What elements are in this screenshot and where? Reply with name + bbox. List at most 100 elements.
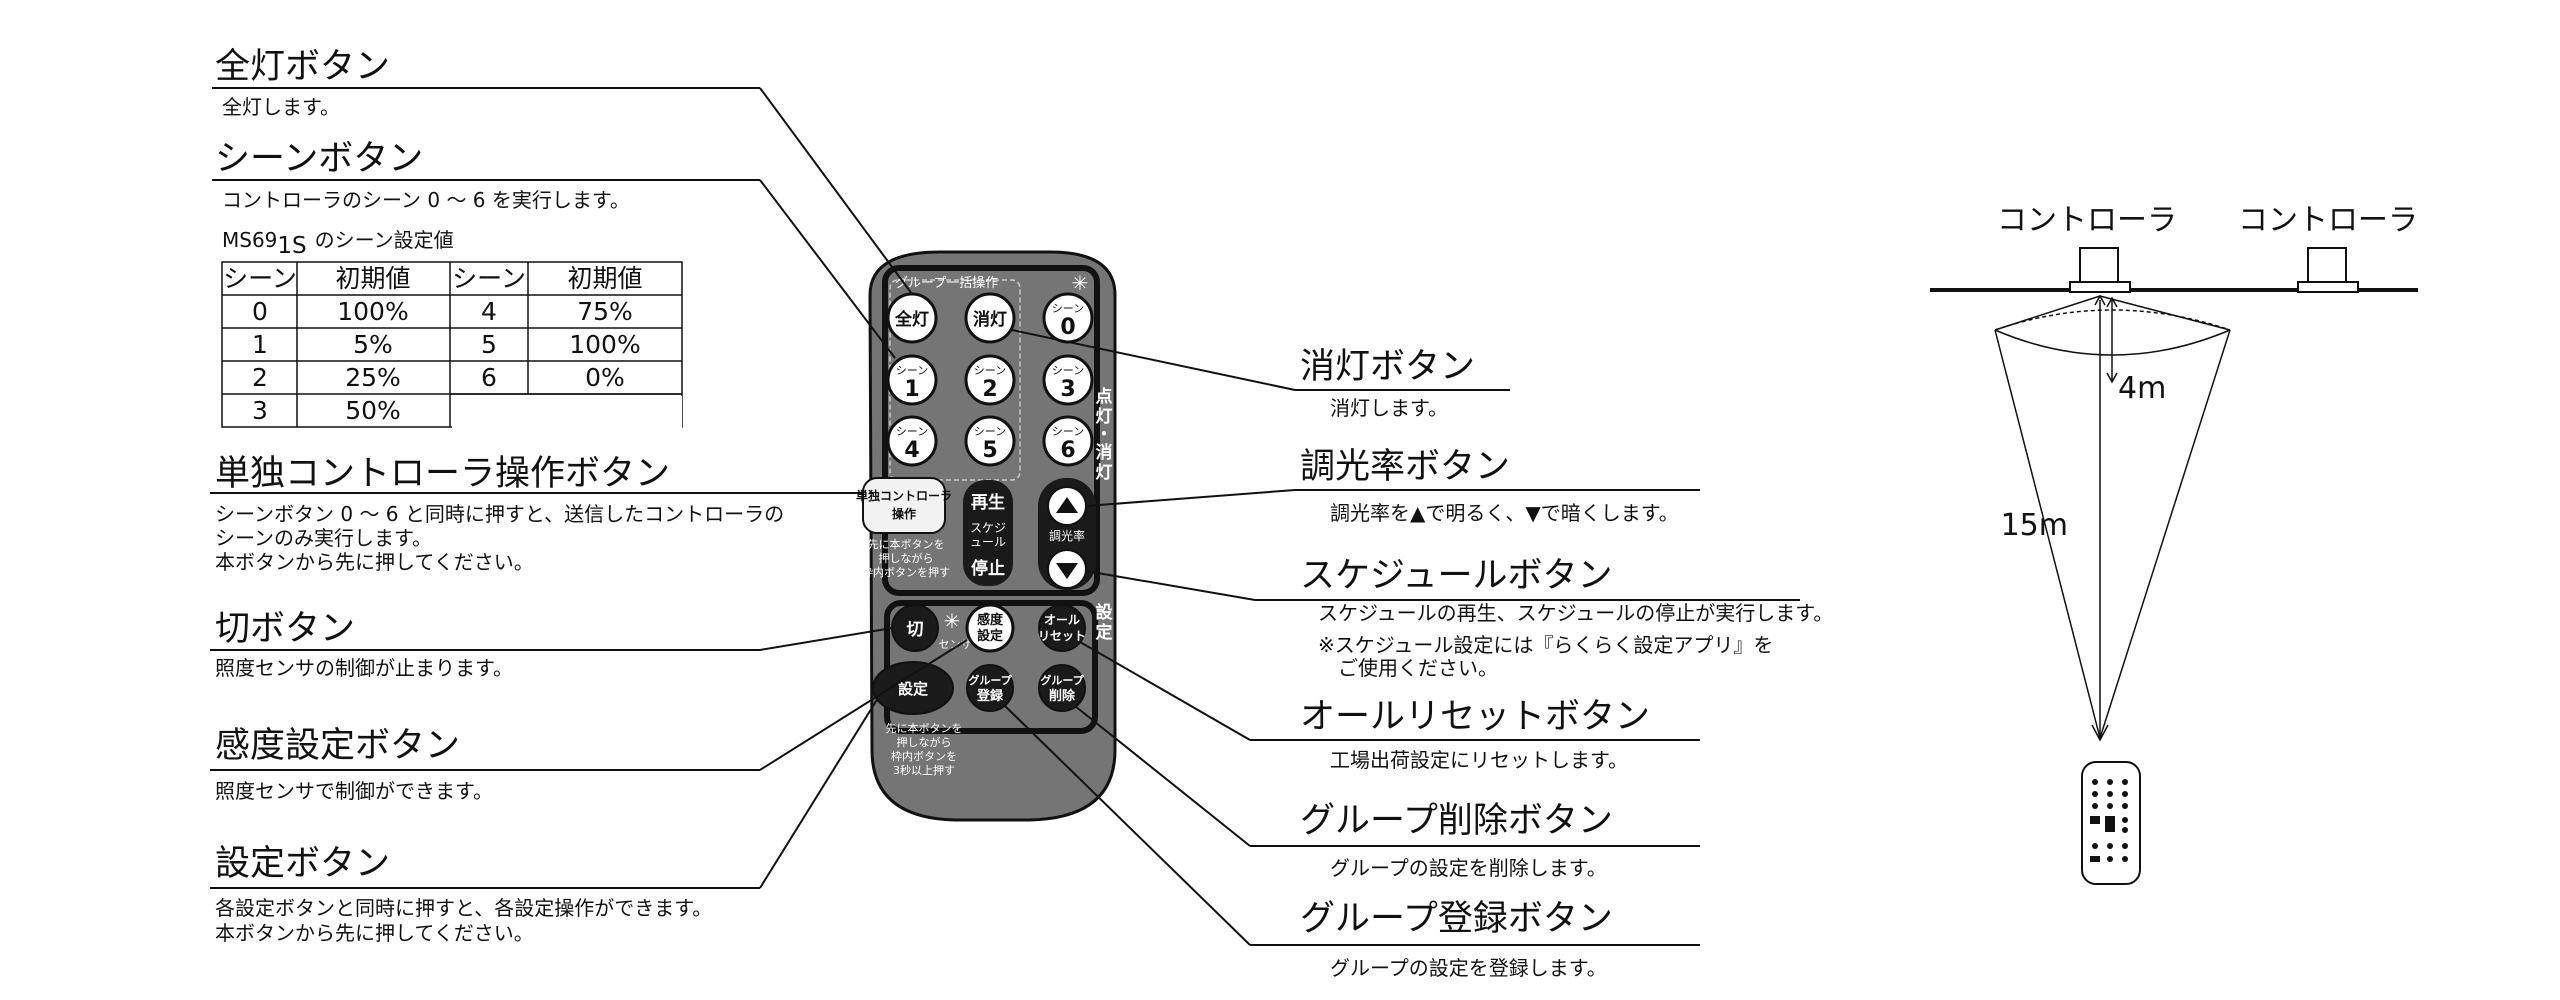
scene-table-cell: 0% (585, 363, 625, 392)
setting-button[interactable]: 設定 (872, 661, 954, 715)
scene-table-header-1: シーン (223, 264, 297, 293)
label-scene-title: シーンボタン (215, 139, 423, 179)
remote-side-text: 消 (1096, 442, 1113, 463)
scene-button-4[interactable]: シーン 4 (886, 415, 938, 467)
scene-table-cell: 25% (345, 363, 401, 392)
scene-button-1[interactable]: シーン 1 (886, 354, 938, 406)
scene-table-cell: 5 (481, 330, 497, 359)
label-dimming-desc: 調光率を▲で明るく、▼で暗くします。 (1330, 501, 1679, 525)
schedule-mid-label: ュール (970, 535, 1006, 549)
label-single-controller: 単独コントローラ操作ボタン シーンボタン 0 ～ 6 と同時に押すと、送信したコ… (215, 454, 784, 574)
group-register-button-label: グループ (968, 673, 1012, 687)
all-off-button[interactable]: 消灯 (964, 292, 1016, 344)
sensor-marker-icon: ✳ (944, 609, 961, 633)
scene-button-3[interactable]: シーン 3 (1042, 354, 1094, 406)
scene-table-cell: 3 (252, 396, 268, 425)
schedule-mid-label: スケジ (970, 521, 1006, 535)
scene-button-prefix: シーン (1052, 364, 1084, 377)
scene-button-prefix: シーン (896, 364, 928, 377)
triangle-up-icon (1056, 497, 1078, 513)
label-setting-desc-2: 本ボタンから先に押してください。 (215, 921, 534, 945)
scene-table-cell: 50% (345, 396, 401, 425)
label-group-delete-title: グループ削除ボタン (1300, 801, 1613, 841)
installation-diagram: コントローラ コントローラ 4m 15m (1930, 203, 2418, 885)
scene-button-number: 4 (904, 438, 919, 463)
scene-button-2[interactable]: シーン 2 (964, 354, 1016, 406)
scene-table-caption-rest: のシーン設定値 (315, 228, 454, 252)
scene-button-number: 5 (982, 438, 997, 463)
note-line: 押しながら (879, 551, 934, 565)
label-single-controller-title: 単独コントローラ操作ボタン (215, 454, 670, 494)
scene-table-cell: 6 (481, 363, 497, 392)
dimming-down-button[interactable] (1047, 549, 1087, 589)
label-all-off: 消灯ボタン 消灯します。 (1300, 347, 1475, 420)
group-delete-button[interactable]: グループ 削除 (1038, 664, 1086, 712)
scene-button-number: 6 (1060, 438, 1075, 463)
scene-button-prefix: シーン (896, 425, 928, 438)
remote-side-text: 設 (1096, 602, 1114, 623)
label-all-off-title: 消灯ボタン (1300, 347, 1475, 387)
scene-table-header-2: 初期値 (335, 264, 410, 293)
dimming-label: 調光率 (1049, 528, 1085, 543)
label-scene-desc: コントローラのシーン 0 ～ 6 を実行します。 (222, 188, 630, 212)
label-setting-desc-1: 各設定ボタンと同時に押すと、各設定操作ができます。 (215, 896, 712, 920)
note-line: 先に本ボタンを (868, 537, 945, 551)
scene-button-0[interactable]: シーン 0 (1042, 292, 1094, 344)
note-line: 先に本ボタンを (886, 721, 963, 735)
label-all-reset: オールリセットボタン 工場出荷設定にリセットします。 (1300, 697, 1650, 772)
scene-table-caption-main: MS69 (222, 228, 277, 252)
group-delete-button-label: グループ (1040, 673, 1084, 687)
group-register-button[interactable]: グループ 登録 (966, 664, 1014, 712)
remote-group-header: グループ一括操作 (895, 275, 998, 291)
dimming-up-button[interactable] (1047, 486, 1087, 526)
scene-table-cell: 1 (252, 330, 268, 359)
scene-button-prefix: シーン (974, 425, 1006, 438)
single-controller-button[interactable]: 単独コントローラ 操作 (856, 477, 952, 534)
note-line: 枠内ボタンを (891, 749, 957, 763)
scene-table-caption-sub: 1S (277, 233, 306, 259)
label-single-controller-desc-2: シーンのみ実行します。 (215, 526, 432, 550)
scene-table-header-4: 初期値 (567, 264, 642, 293)
label-single-controller-desc-1: シーンボタン 0 ～ 6 と同時に押すと、送信したコントローラの (215, 502, 784, 526)
label-dimming: 調光率ボタン 調光率を▲で明るく、▼で暗くします。 (1300, 447, 1679, 525)
schedule-play-button[interactable]: 再生 (971, 492, 1005, 513)
sensitivity-button[interactable]: 感度 設定 (965, 603, 1015, 653)
note-line: 枠内ボタンを押す (862, 565, 950, 579)
label-group-delete-desc: グループの設定を削除します。 (1330, 856, 1607, 880)
scene-button-6[interactable]: シーン 6 (1042, 415, 1094, 467)
all-reset-button[interactable]: オール リセット (1038, 604, 1086, 652)
remote-controller: グループ一括操作 点 灯 ・ 消 灯 全灯 消灯 ✳ シーン 0 シーン 1 (856, 250, 1117, 822)
remote-side-text: 点 (1096, 386, 1113, 407)
scene-table-cell: 4 (481, 297, 497, 326)
scene-table-cell: 75% (577, 297, 633, 326)
label-schedule-desc-3: ご使用ください。 (1318, 656, 1498, 680)
label-group-register-title: グループ登録ボタン (1300, 899, 1613, 939)
scene-table-cell: 0 (252, 297, 268, 326)
dist-4m-label: 4m (2118, 371, 2166, 406)
label-scene: シーンボタン コントローラのシーン 0 ～ 6 を実行します。 (215, 139, 630, 212)
label-dimming-title: 調光率ボタン (1300, 447, 1510, 487)
scene-button-5[interactable]: シーン 5 (964, 415, 1016, 467)
off-button[interactable]: 切 (891, 604, 939, 652)
schedule-stop-label: 停止 (971, 558, 1005, 579)
schedule-play-label: 再生 (971, 492, 1005, 513)
all-on-button[interactable]: 全灯 (886, 292, 938, 344)
remote-side-text: 灯 (1096, 463, 1113, 483)
label-off: 切ボタン 照度センサの制御が止まります。 (215, 609, 513, 680)
scene-table-cell: 100% (337, 297, 408, 326)
remote-side-text: ・ (1096, 425, 1113, 445)
scene-button-number: 0 (1060, 315, 1075, 340)
single-controller-note: 先に本ボタンを 押しながら 枠内ボタンを押す (862, 537, 950, 579)
sensitivity-button-label: 設定 (977, 628, 1003, 644)
all-reset-button-label: オール (1044, 613, 1080, 627)
label-schedule-desc-2: ※スケジュール設定には『らくらく設定アプリ』を (1318, 633, 1773, 657)
label-setting: 設定ボタン 各設定ボタンと同時に押すと、各設定操作ができます。 本ボタンから先に… (215, 844, 712, 945)
label-all-on-desc: 全灯します。 (222, 95, 340, 119)
label-all-on-title: 全灯ボタン (215, 47, 390, 87)
schedule-pill (963, 480, 1013, 586)
schedule-stop-button[interactable]: 停止 (971, 558, 1005, 579)
scene-table-cell: 100% (569, 330, 640, 359)
note-line: 3秒以上押す (893, 763, 955, 777)
scene-button-number: 2 (982, 377, 997, 402)
scene-button-prefix: シーン (1052, 425, 1084, 438)
